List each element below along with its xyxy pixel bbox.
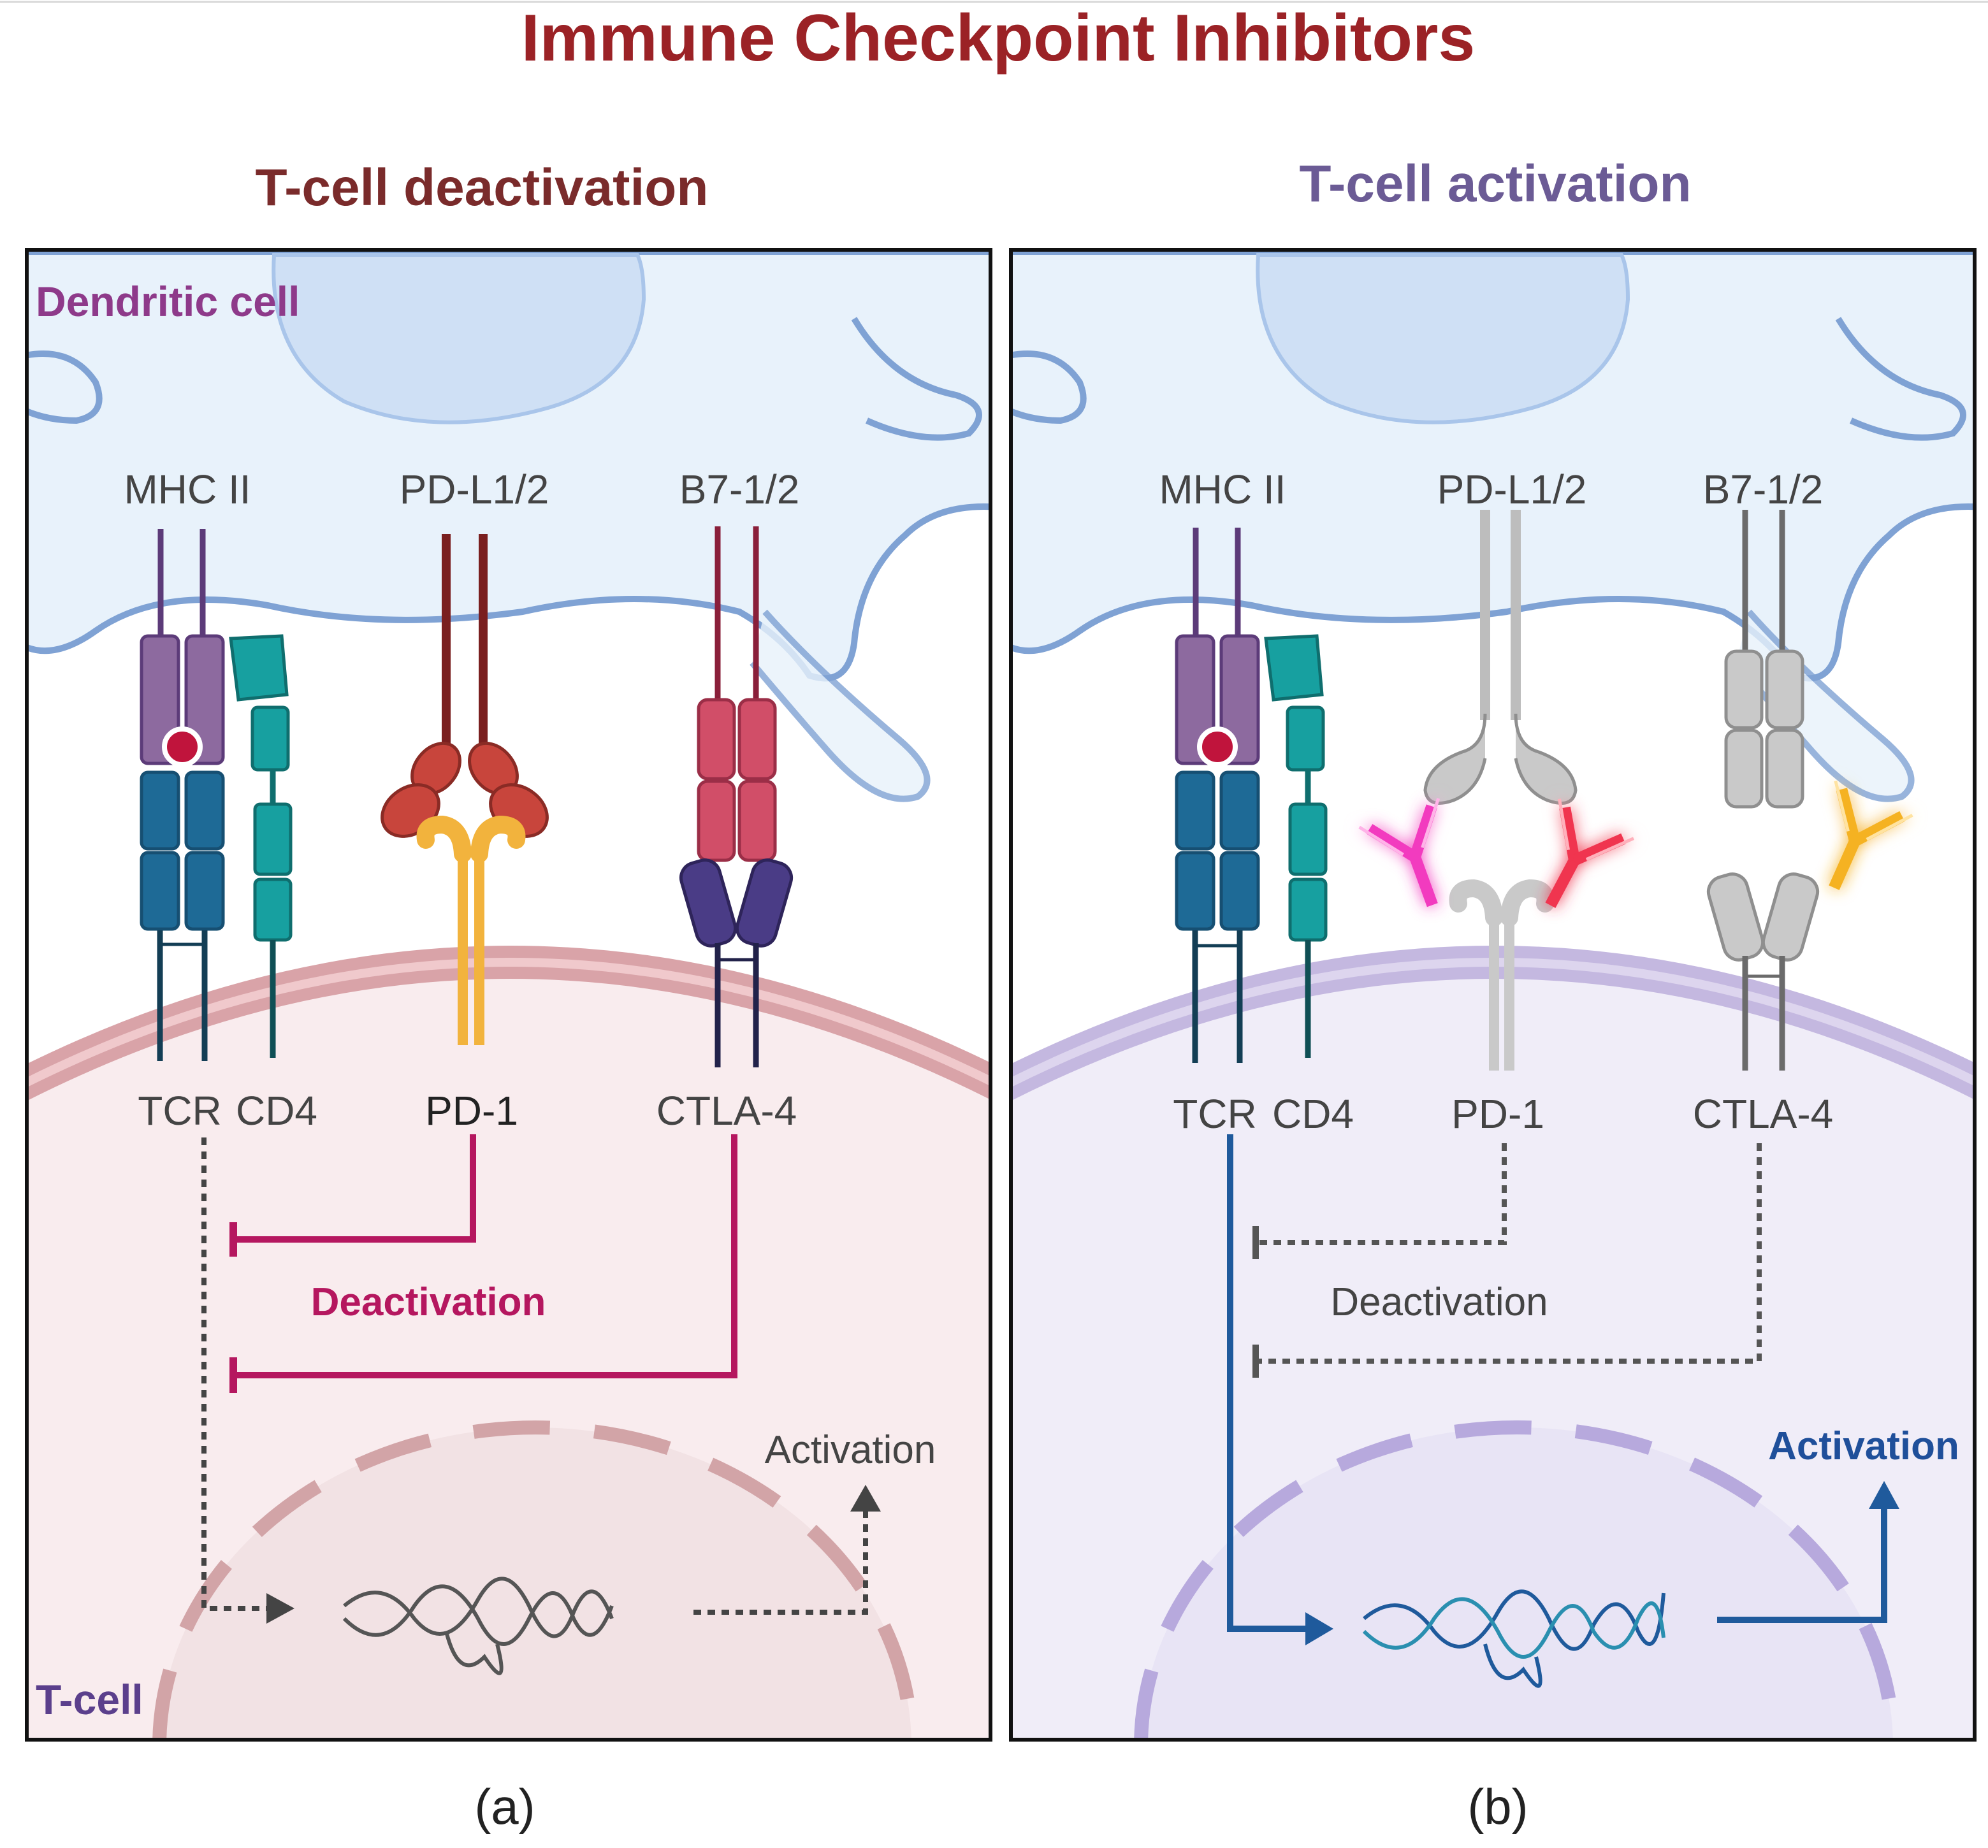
antibody-icon bbox=[1829, 780, 1913, 890]
tcr-signal-arrowhead bbox=[266, 1593, 294, 1624]
panel-a-heading: T-cell deactivation bbox=[256, 159, 709, 217]
figure-title: Immune Checkpoint Inhibitors bbox=[521, 1, 1476, 75]
pdl-label: PD-L1/2 bbox=[1437, 466, 1587, 512]
pdl1-pd1-complex bbox=[381, 534, 549, 1045]
pd1-label: PD-1 bbox=[1451, 1091, 1544, 1137]
activation-output-arrowhead bbox=[1869, 1481, 1899, 1509]
dna-helix bbox=[1362, 1589, 1665, 1688]
dendritic-nucleus bbox=[272, 253, 646, 424]
activation-label: Activation bbox=[1768, 1424, 1959, 1468]
mhc-label: MHC II bbox=[1159, 466, 1286, 512]
cd4-molecule bbox=[229, 634, 293, 1058]
mhc-label: MHC II bbox=[124, 466, 250, 512]
panel-a: Dendritic cell T-cell MHC II PD-L1/2 B7-… bbox=[25, 248, 992, 1742]
pd1-blocked bbox=[1449, 879, 1555, 1071]
ctla4-inhibition-dotted bbox=[1256, 1143, 1762, 1364]
deactivation-label: Deactivation bbox=[1330, 1280, 1548, 1324]
b7-ctla4-complex bbox=[679, 526, 794, 1067]
cd4-label: CD4 bbox=[1272, 1091, 1354, 1137]
dendrite-upper-right bbox=[1835, 317, 1966, 441]
b7-ctla4-blocked bbox=[1706, 510, 1820, 1071]
ctla4-label: CTLA-4 bbox=[657, 1088, 797, 1134]
pdl1-blocked bbox=[1423, 510, 1578, 805]
panel-b: MHC II PD-L1/2 B7-1/2 TCR CD4 PD-1 CTLA-… bbox=[1009, 248, 1977, 1742]
pd1-label: PD-1 bbox=[425, 1088, 518, 1134]
deactivation-label: Deactivation bbox=[311, 1280, 546, 1324]
panel-b-heading: T-cell activation bbox=[1299, 155, 1691, 213]
ctla4-label: CTLA-4 bbox=[1693, 1091, 1834, 1137]
b7-label: B7-1/2 bbox=[679, 466, 800, 512]
tcell-label: T-cell bbox=[36, 1676, 143, 1723]
dendrite-left bbox=[1011, 350, 1087, 424]
tcr-signal-dotted bbox=[201, 1137, 268, 1611]
panel-b-frame bbox=[1009, 248, 1977, 1742]
tcr-label: TCR bbox=[138, 1088, 222, 1134]
dendrite-upper-right bbox=[851, 317, 982, 441]
tcr-signal-line bbox=[1227, 1134, 1307, 1632]
activation-output-line bbox=[1717, 1505, 1887, 1623]
antigen-peptide bbox=[1197, 726, 1238, 767]
panel-a-caption: (a) bbox=[474, 1779, 535, 1835]
ctla4-inhibition-line bbox=[233, 1134, 737, 1378]
activation-label: Activation bbox=[765, 1428, 936, 1472]
nucleus-envelope bbox=[1134, 1420, 1900, 1740]
activation-output-dotted bbox=[693, 1508, 868, 1615]
dendrite-right bbox=[750, 609, 931, 802]
activation-output-arrowhead bbox=[850, 1485, 881, 1512]
tcr-signal-arrowhead bbox=[1305, 1612, 1333, 1645]
antibody-icon bbox=[1545, 798, 1635, 908]
cd4-molecule bbox=[1264, 634, 1328, 1058]
dna-helix bbox=[342, 1577, 614, 1675]
pd1-inhibition-dotted bbox=[1256, 1143, 1507, 1245]
dendritic-cell-label: Dendritic cell bbox=[36, 278, 300, 325]
cd4-label: CD4 bbox=[236, 1088, 317, 1134]
tcr-label: TCR bbox=[1173, 1091, 1257, 1137]
dendrite-left bbox=[27, 350, 103, 424]
pd1-inhibition-line bbox=[233, 1134, 476, 1243]
pdl-label: PD-L1/2 bbox=[400, 466, 549, 512]
mhc-tcr-complex bbox=[140, 529, 225, 1061]
panel-a-frame bbox=[25, 248, 992, 1742]
mhc-tcr-complex bbox=[1175, 528, 1260, 1063]
dendritic-nucleus bbox=[1256, 253, 1630, 424]
panel-b-caption: (b) bbox=[1467, 1779, 1528, 1835]
antigen-peptide bbox=[162, 726, 203, 767]
dendritic-cell-body bbox=[1011, 250, 1975, 682]
b7-label: B7-1/2 bbox=[1703, 466, 1824, 512]
antibody-icon bbox=[1358, 798, 1440, 907]
